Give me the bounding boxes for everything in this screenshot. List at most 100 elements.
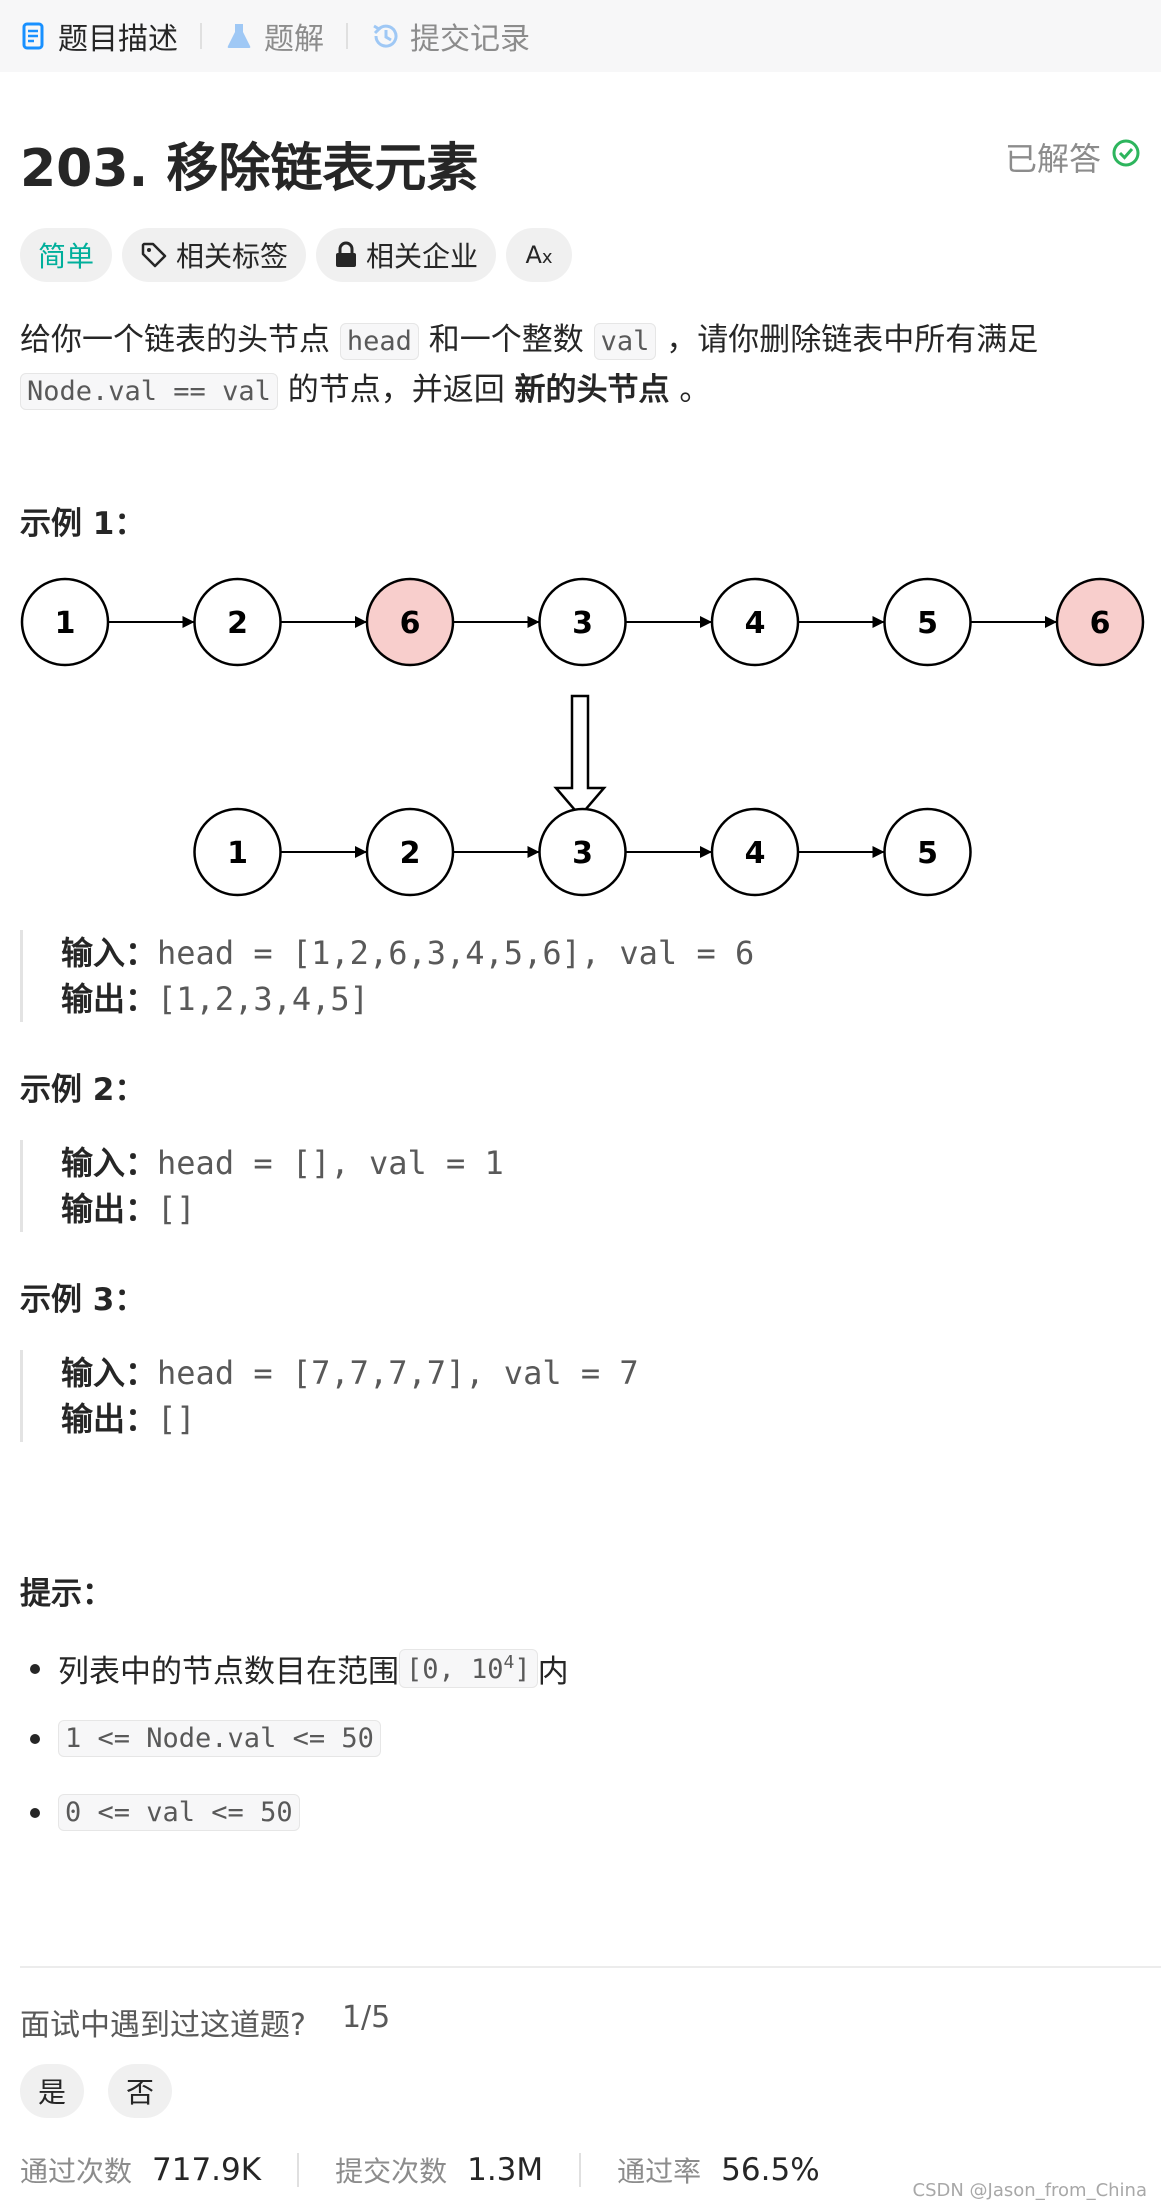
output-label: 输出： — [61, 980, 158, 1018]
lock-icon — [334, 241, 358, 269]
acceptance-rate-label: 通过率 — [617, 2155, 702, 2188]
input-label: 输入： — [61, 1354, 158, 1392]
tab-description[interactable]: 题目描述 — [18, 14, 178, 58]
inline-code: 1 <= Node.val <= 50 — [58, 1720, 381, 1757]
list-node — [538, 807, 627, 897]
list-node — [193, 807, 282, 897]
difficulty-label: 简单 — [38, 240, 95, 273]
description-line-1: 给你一个链表的头节点 head 和一个整数 val ，请你删除链表中所有满足 — [20, 316, 1140, 366]
no-button[interactable]: 否 — [108, 2064, 172, 2118]
yes-button[interactable]: 是 — [20, 2064, 84, 2118]
example-1-title: 示例 1： — [20, 506, 146, 542]
example-1-block: 输入：head = [1,2,6,3,4,5,6], val = 6 输出：[1… — [20, 930, 754, 1022]
problem-description: 给你一个链表的头节点 head 和一个整数 val ，请你删除链表中所有满足 N… — [20, 316, 1140, 416]
node-value: 5 — [917, 606, 938, 641]
tab-description-label: 题目描述 — [58, 22, 178, 57]
output-label: 输出： — [61, 1190, 158, 1228]
description-line-2: Node.val == val 的节点，并返回 新的头节点 。 — [20, 366, 1140, 416]
input-label: 输入： — [61, 934, 158, 972]
range-code-end: ] — [514, 1654, 531, 1685]
node-value: 3 — [572, 606, 593, 641]
list-node — [1055, 577, 1145, 667]
node-value: 2 — [227, 606, 248, 641]
watermark: CSDN @Jason_from_China — [912, 2180, 1147, 2201]
solved-label: 已解答 — [1004, 140, 1101, 178]
hint-text: 内 — [537, 1654, 569, 1690]
translate-button[interactable]: Ax — [506, 228, 573, 282]
example-2-input-line: 输入：head = [], val = 1 — [61, 1140, 504, 1186]
description-text: 。 — [669, 372, 711, 408]
accepted-count: 717.9K — [152, 2152, 262, 2188]
exponent: 4 — [503, 1652, 515, 1673]
example-2-output-line: 输出：[] — [61, 1186, 504, 1232]
node-value: 6 — [400, 606, 421, 641]
acceptance-rate: 56.5% — [721, 2152, 820, 2188]
example-3-title: 示例 3： — [20, 1282, 146, 1318]
range-code: [0, 10 — [406, 1654, 504, 1685]
accepted-label: 通过次数 — [20, 2155, 133, 2188]
list-node — [710, 807, 800, 897]
description-bold: 新的头节点 — [514, 372, 670, 408]
tab-solutions[interactable]: 题解 — [224, 14, 324, 58]
node-value: 5 — [917, 836, 938, 871]
submissions-label: 提交次数 — [335, 2155, 448, 2188]
interview-answer-row: 是 否 — [20, 2064, 172, 2118]
tab-divider — [346, 23, 348, 49]
inline-code: 0 <= val <= 50 — [58, 1794, 300, 1831]
interview-question-label: 面试中遇到过这道题? — [20, 2008, 306, 2043]
output-value: [] — [157, 1190, 196, 1228]
description-text: 和一个整数 — [418, 322, 594, 358]
input-value: head = [7,7,7,7], val = 7 — [157, 1354, 639, 1392]
tag-icon — [140, 241, 168, 269]
node-value: 4 — [745, 836, 766, 871]
list-node — [20, 577, 110, 667]
list-node — [538, 577, 627, 667]
list-node — [193, 577, 282, 667]
node-value: 6 — [1090, 606, 1111, 641]
node-value: 3 — [572, 836, 593, 871]
hints-title: 提示： — [20, 1576, 113, 1612]
flask-icon — [224, 20, 254, 52]
stats-divider — [579, 2153, 582, 2187]
tag-row: 简单 相关标签 相关企业 Ax — [20, 228, 573, 282]
divider — [20, 1966, 1161, 1968]
example-3-block: 输入：head = [7,7,7,7], val = 7 输出：[] — [20, 1350, 639, 1442]
tab-submissions-label: 提交记录 — [410, 22, 530, 57]
list-node — [883, 577, 972, 667]
translate-icon: Ax — [525, 241, 553, 269]
node-value: 1 — [55, 606, 76, 641]
hint-item: 列表中的节点数目在范围 [0, 104] 内 — [20, 1646, 569, 1691]
hint-item: 1 <= Node.val <= 50 — [20, 1720, 381, 1757]
inline-code: Node.val == val — [20, 373, 278, 410]
list-node — [883, 807, 972, 897]
related-topics-button[interactable]: 相关标签 — [122, 228, 307, 282]
node-value: 1 — [227, 836, 248, 871]
bullet — [30, 1807, 40, 1818]
bullet — [30, 1733, 40, 1744]
interview-question: 面试中遇到过这道题? 1/5 — [20, 2000, 390, 2044]
output-label: 输出： — [61, 1400, 158, 1438]
stats-bar: 通过次数 717.9K 提交次数 1.3M 通过率 56.5% — [20, 2150, 820, 2190]
description-text: 的节点，并返回 — [277, 372, 515, 408]
description-text: ，请你删除链表中所有满足 — [656, 322, 1039, 358]
down-arrow-icon — [553, 694, 607, 818]
node-value: 4 — [745, 606, 766, 641]
list-node — [365, 577, 455, 667]
input-value: head = [], val = 1 — [157, 1144, 504, 1182]
interview-count: 1/5 — [341, 2000, 391, 2035]
bullet — [30, 1663, 40, 1674]
example-1-output-line: 输出：[1,2,3,4,5] — [61, 976, 754, 1022]
tab-submissions[interactable]: 提交记录 — [370, 14, 530, 58]
check-circle-icon — [1111, 138, 1141, 176]
related-companies-button[interactable]: 相关企业 — [316, 228, 497, 282]
difficulty-badge[interactable]: 简单 — [20, 228, 113, 282]
inline-code: [0, 104] — [399, 1649, 538, 1688]
solved-status: 已解答 — [1005, 134, 1141, 180]
related-topics-label: 相关标签 — [176, 240, 289, 273]
input-value: head = [1,2,6,3,4,5,6], val = 6 — [157, 934, 755, 972]
example-3-input-line: 输入：head = [7,7,7,7], val = 7 — [61, 1350, 639, 1396]
example-3-output-line: 输出：[] — [61, 1396, 639, 1442]
history-icon — [370, 20, 400, 52]
stats-divider — [297, 2153, 300, 2187]
